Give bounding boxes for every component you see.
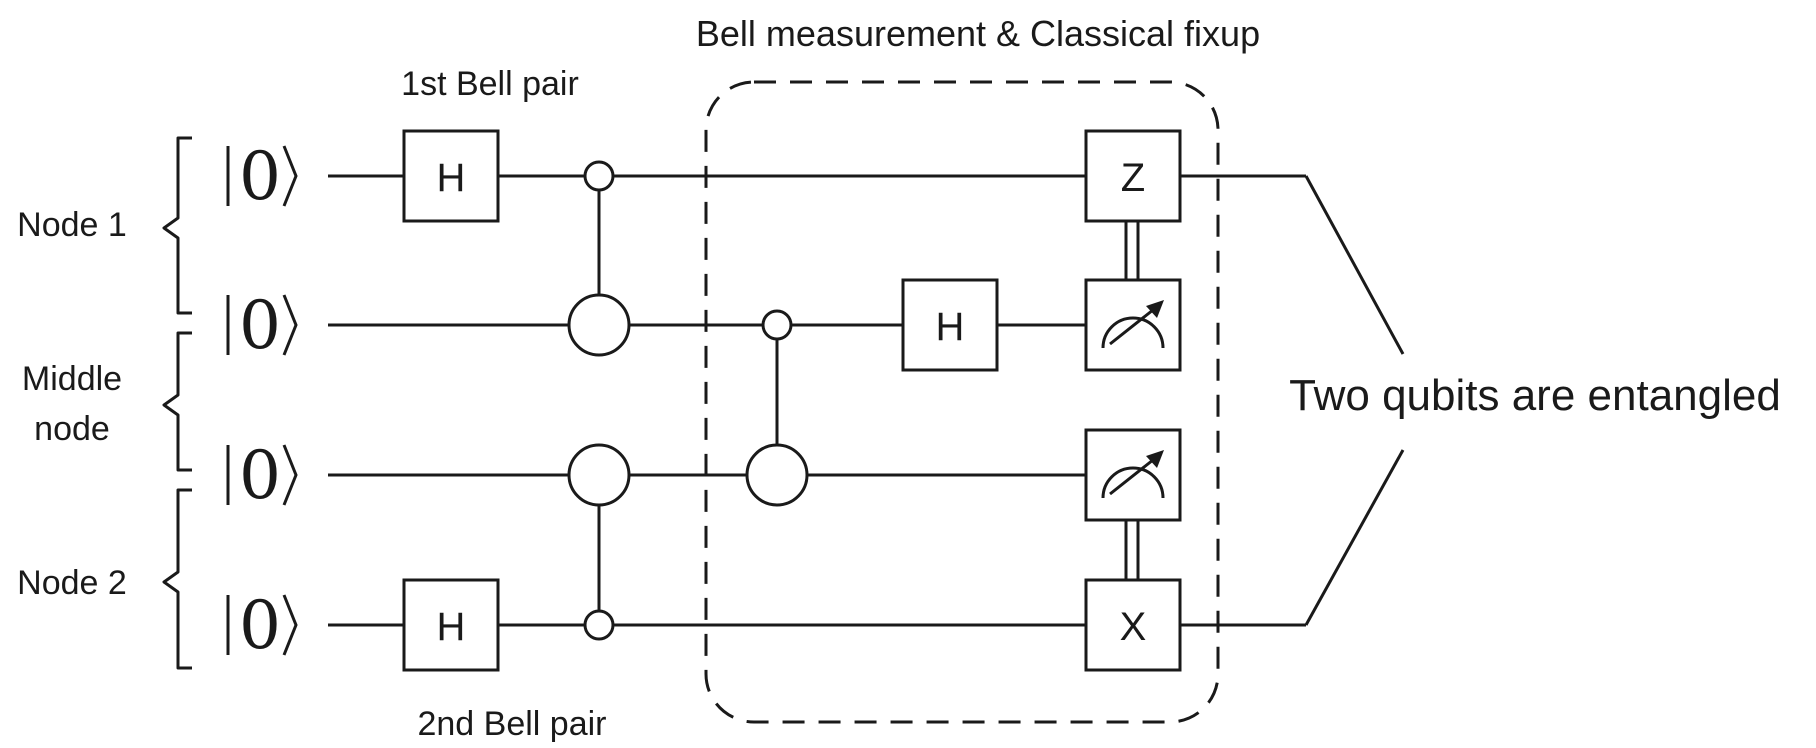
qubit-ket-2: 0 [226,287,298,364]
node1-brace [162,136,192,315]
classical-wire-bottom [1124,520,1140,580]
svg-text:H: H [437,605,466,649]
svg-text:0: 0 [239,437,281,514]
x-gate: X [1084,578,1182,672]
entangled-label: Two qubits are entangled [1289,371,1781,420]
h-gate-node1: H [402,129,500,223]
second-bell-pair-label: 2nd Bell pair [417,705,606,743]
node2-label: Node 2 [17,564,127,602]
cnot1-control [583,160,615,192]
first-bell-pair-label: 1st Bell pair [401,65,579,103]
svg-text:H: H [936,305,965,349]
qubit-ket-4: 0 [226,587,298,664]
node1-label: Node 1 [17,206,127,244]
qubit-ket-3: 0 [226,437,298,514]
svg-text:X: X [1120,605,1147,649]
bell-measurement-title: Bell measurement & Classical fixup [696,13,1260,54]
svg-text:0: 0 [239,138,281,215]
h-gate-middle: H [901,278,999,372]
qubit-ket-1: 0 [226,138,298,215]
cnot1-target [567,293,631,357]
bell-measurement-region [704,80,1220,724]
measurement-meter-icon-1 [1084,278,1182,372]
svg-text:Z: Z [1121,156,1145,200]
svg-text:0: 0 [239,587,281,664]
middle-node-label-line2: node [34,410,110,448]
middle-node-label-line1: Middle [22,360,122,398]
node2-brace [162,488,192,670]
entangled-line-top [1304,175,1405,355]
measurement-meter-icon-2 [1084,428,1182,522]
middle-node-brace [162,331,192,472]
cnot2-target [567,443,631,507]
svg-text:0: 0 [239,287,281,364]
cnot2-control [583,609,615,641]
entangled-line-bottom [1304,449,1405,626]
cnot3-control [761,309,793,341]
cnot3-target [745,443,809,507]
z-gate: Z [1084,129,1182,223]
h-gate-node2: H [402,578,500,672]
classical-wire-top [1124,221,1140,280]
svg-text:H: H [437,156,466,200]
